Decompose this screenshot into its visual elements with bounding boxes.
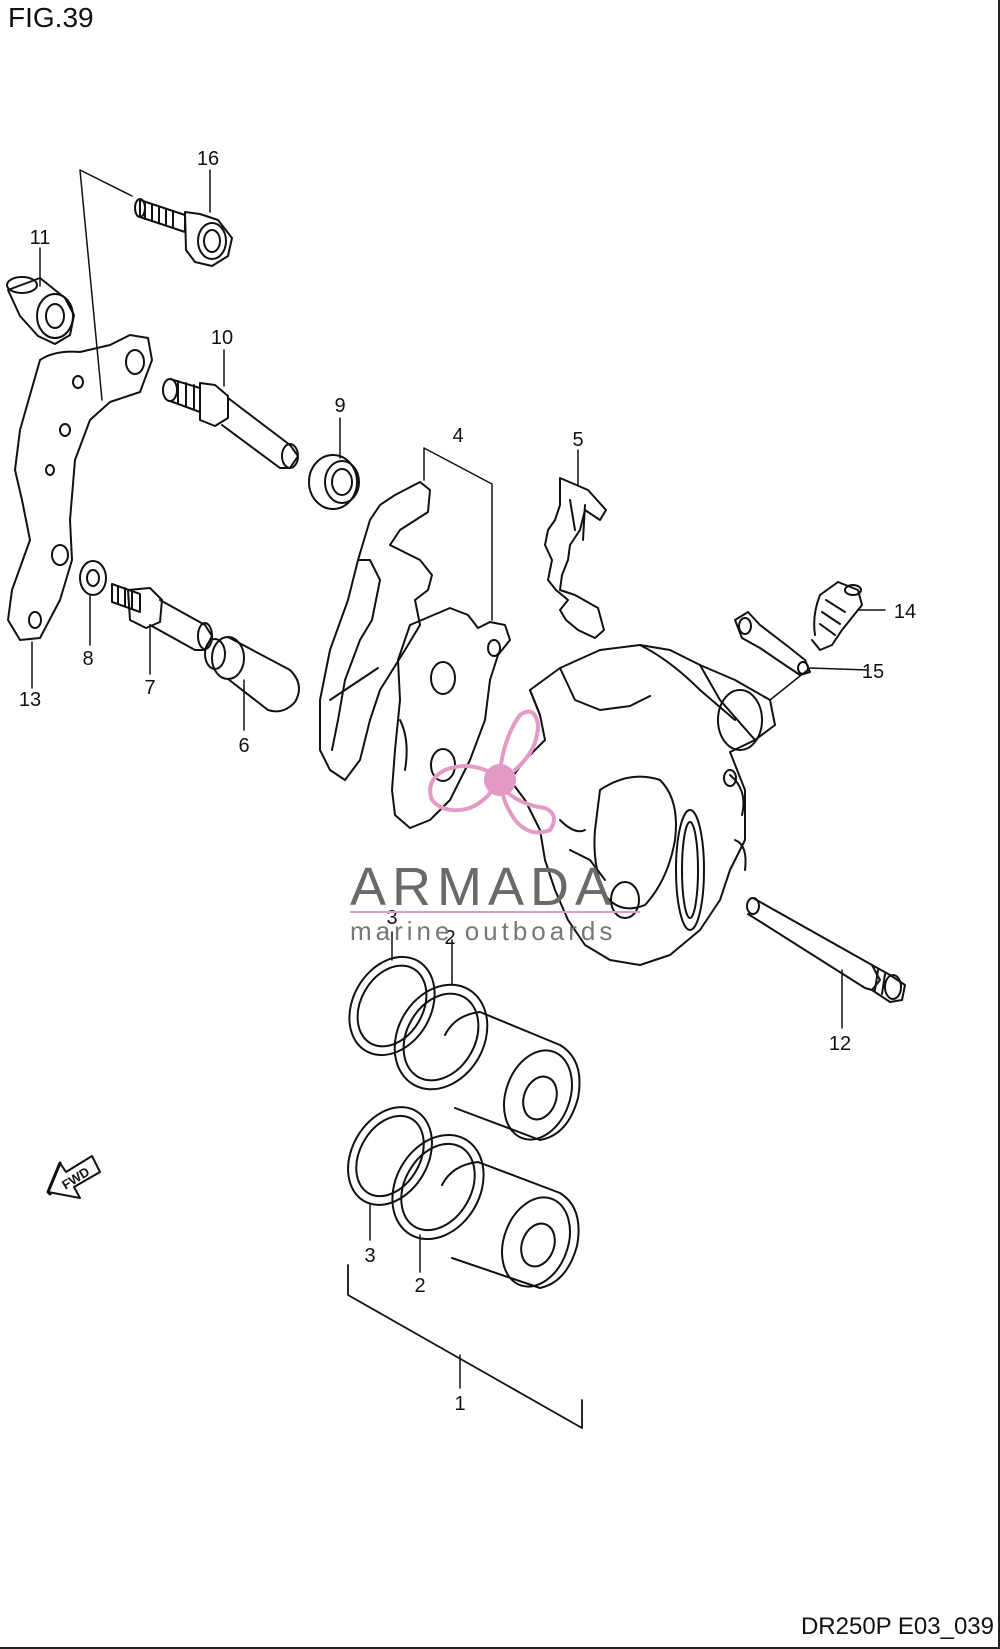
callout-numbers: 16 11 10 9 4 5 14 15 13 8 7 6 3 2 12 3 2…: [19, 148, 916, 1415]
callout-14: 14: [894, 601, 916, 623]
watermark: ARMADA marine outboards: [350, 709, 640, 946]
watermark-tagline: marine outboards: [350, 916, 616, 946]
seal-part-3-upper: [348, 955, 436, 1057]
brake-pad-part-4-rear: [319, 481, 433, 781]
callout-3-lower: 3: [364, 1245, 375, 1267]
seal-part-2-upper: [393, 983, 489, 1091]
callout-4: 4: [452, 425, 463, 447]
callout-8: 8: [82, 648, 93, 670]
bleeder-part-14: [811, 581, 863, 651]
callout-3-upper: 3: [386, 907, 397, 929]
washer-part-8: [79, 560, 107, 596]
piston-lower: [441, 1161, 580, 1289]
figure-title: FIG.39: [8, 2, 94, 33]
bolt-part-7: [111, 583, 213, 651]
callout-10: 10: [211, 327, 233, 349]
leader-line-part-4: [423, 447, 493, 621]
diagram-code: DR250P E03_039: [800, 1613, 994, 1640]
group-bracket-part-1: [347, 1264, 583, 1429]
slide-pin-part-6: [204, 636, 300, 713]
pin-part-10: [162, 378, 299, 469]
callout-5: 5: [572, 429, 583, 451]
callout-16: 16: [197, 148, 219, 170]
fwd-arrow-icon: FWD: [46, 1155, 101, 1199]
callout-9: 9: [334, 395, 345, 417]
frame-border-bottom: [0, 1647, 1000, 1649]
pin-part-12: [746, 897, 906, 1003]
callout-2-upper: 2: [444, 927, 455, 949]
callout-6: 6: [238, 735, 249, 757]
frame-border-right: [998, 0, 1000, 1649]
callout-12: 12: [829, 1033, 851, 1055]
boot-part-9: [308, 454, 360, 510]
propeller-logo-icon: [428, 709, 556, 835]
leader-lines: [31, 169, 886, 1389]
callout-7: 7: [144, 677, 155, 699]
piston-upper: [444, 1011, 581, 1141]
bracket-part-13: [7, 334, 153, 641]
callout-2-lower: 2: [414, 1275, 425, 1297]
clip-part-15: [734, 611, 811, 676]
callout-15: 15: [862, 661, 884, 683]
pad-spring-part-5: [544, 477, 607, 639]
seal-part-2-lower: [391, 1133, 485, 1241]
callout-1: 1: [454, 1393, 465, 1415]
watermark-brand: ARMADA: [350, 857, 617, 917]
seal-part-3-lower: [347, 1106, 433, 1206]
sleeve-part-11: [6, 276, 75, 345]
callout-13: 13: [19, 689, 41, 711]
callout-11: 11: [30, 227, 51, 249]
bolt-part-16: [134, 198, 233, 267]
caliper-body: [509, 644, 776, 966]
